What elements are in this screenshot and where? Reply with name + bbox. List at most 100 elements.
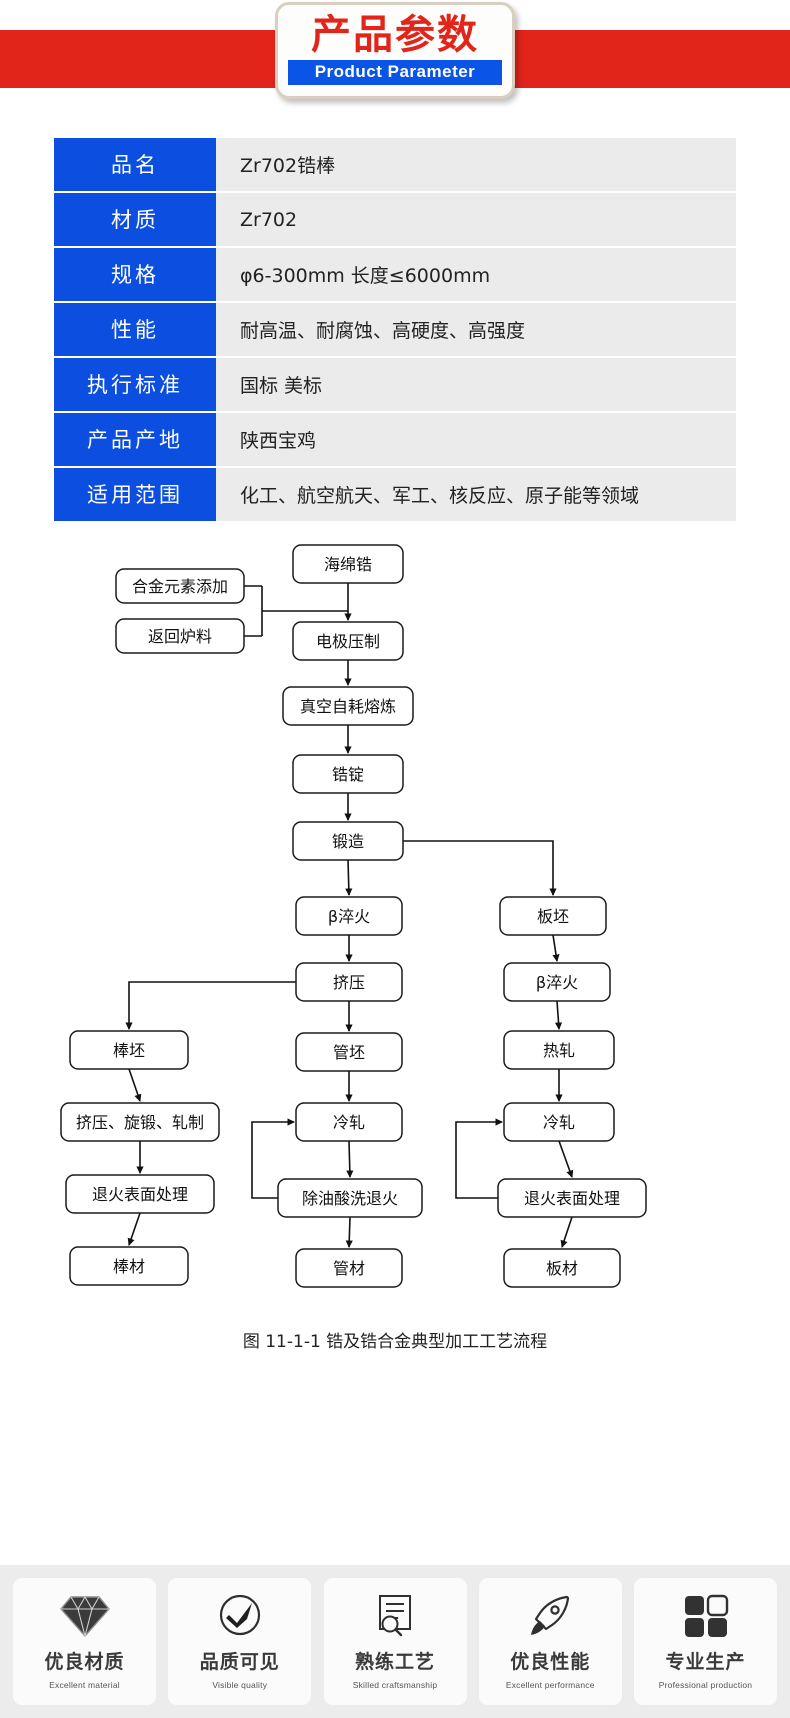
spec-value-6: 化工、航空航天、军工、核反应、原子能等领域	[216, 468, 736, 521]
feature-card-professional-production[interactable]: 专业生产 Professional production	[634, 1578, 777, 1705]
spec-key-2: 规格	[54, 248, 216, 301]
banner-title-cn: 产品参数	[311, 14, 479, 56]
flow-node-label: β淬火	[536, 973, 578, 992]
feature-label-cn: 优良材质	[44, 1647, 124, 1674]
flow-node-label: 海绵锆	[324, 555, 372, 574]
feature-card-excellent-material[interactable]: 优良材质 Excellent material	[13, 1578, 156, 1705]
feature-label-en: Excellent material	[49, 1680, 120, 1690]
spec-key-3: 性能	[54, 303, 216, 356]
flow-node-bar-product: 棒材	[70, 1247, 188, 1285]
flow-node-label: 退火表面处理	[524, 1189, 620, 1208]
feature-card-skilled-craftsmanship[interactable]: 熟练工艺 Skilled craftsmanship	[324, 1578, 467, 1705]
flow-node-slab: 板坯	[500, 897, 606, 935]
flow-node-label: 棒材	[113, 1257, 145, 1276]
table-row: 性能 耐高温、耐腐蚀、高硬度、高强度	[54, 303, 736, 356]
flow-node-label: 退火表面处理	[92, 1185, 188, 1204]
flow-node-hot-roll: 热轧	[504, 1031, 614, 1069]
flow-node-label: 电极压制	[316, 632, 380, 651]
flow-edge	[349, 1217, 350, 1247]
table-row: 规格 φ6-300mm 长度≤6000mm	[54, 248, 736, 301]
grid-squares-icon	[683, 1593, 729, 1639]
spec-value-4: 国标 美标	[216, 358, 736, 411]
flow-node-label: 板坯	[537, 907, 569, 926]
flow-node-tube-blank: 管坯	[296, 1033, 402, 1071]
process-flowchart: 海绵锆合金元素添加返回炉料电极压制真空自耗熔炼锆锭锻造β淬火板坯挤压β淬火棒坯管…	[0, 527, 790, 1327]
flow-node-sponge: 海绵锆	[293, 545, 403, 583]
flow-edge	[562, 1217, 572, 1247]
spec-value-2: φ6-300mm 长度≤6000mm	[216, 248, 736, 301]
spec-value-0: Zr702锆棒	[216, 138, 736, 191]
flow-edge	[348, 860, 349, 895]
feature-label-en: Skilled craftsmanship	[353, 1680, 438, 1690]
spec-value-5: 陕西宝鸡	[216, 413, 736, 466]
flow-node-label: 棒坯	[113, 1041, 145, 1060]
table-row: 执行标准 国标 美标	[54, 358, 736, 411]
flow-node-swage: 挤压、旋锻、轧制	[61, 1103, 219, 1141]
flow-node-tube-product: 管材	[296, 1249, 402, 1287]
flow-node-label: 锻造	[332, 832, 364, 851]
feature-label-cn: 熟练工艺	[355, 1647, 435, 1674]
flow-edge	[456, 1122, 502, 1198]
banner-plate: 产品参数 Product Parameter	[275, 2, 515, 99]
spec-table: 品名 Zr702锆棒 材质 Zr702 规格 φ6-300mm 长度≤6000m…	[54, 138, 736, 521]
table-row: 品名 Zr702锆棒	[54, 138, 736, 191]
feature-label-en: Visible quality	[212, 1680, 267, 1690]
flow-edge	[559, 1141, 572, 1177]
flow-edge	[129, 1069, 140, 1101]
spec-value-3: 耐高温、耐腐蚀、高硬度、高强度	[216, 303, 736, 356]
flow-node-anneal-2: 退火表面处理	[498, 1179, 646, 1217]
rocket-icon	[526, 1593, 574, 1639]
flow-node-label: 除油酸洗退火	[302, 1189, 398, 1208]
flow-node-label: 挤压、旋锻、轧制	[76, 1113, 204, 1132]
flow-node-extrude-1: 挤压	[296, 963, 402, 1001]
flow-edge	[557, 1001, 559, 1029]
table-row: 适用范围 化工、航空航天、军工、核反应、原子能等领域	[54, 468, 736, 521]
flow-edge	[129, 1213, 140, 1245]
feature-card-excellent-performance[interactable]: 优良性能 Excellent performance	[479, 1578, 622, 1705]
flow-node-label: 板材	[546, 1259, 578, 1278]
product-parameter-banner: 产品参数 Product Parameter	[0, 0, 790, 112]
flow-node-return-melt: 返回炉料	[116, 619, 244, 653]
banner-title-en: Product Parameter	[288, 60, 502, 86]
spec-key-1: 材质	[54, 193, 216, 246]
flow-node-ingot: 锆锭	[293, 755, 403, 793]
check-circle-icon	[216, 1593, 264, 1639]
table-row: 材质 Zr702	[54, 193, 736, 246]
flow-node-vacuum-melt: 真空自耗熔炼	[283, 687, 413, 725]
flow-edge	[403, 841, 553, 895]
flow-node-beta-q-2: β淬火	[504, 963, 610, 1001]
flow-node-label: 真空自耗熔炼	[300, 697, 396, 716]
feature-label-cn: 专业生产	[665, 1647, 745, 1674]
flow-node-label: 合金元素添加	[132, 577, 228, 596]
flow-node-degrease: 除油酸洗退火	[278, 1179, 422, 1217]
flow-node-label: 热轧	[543, 1041, 575, 1060]
diamond-icon	[59, 1593, 111, 1639]
flow-node-cold-roll-2: 冷轧	[504, 1103, 614, 1141]
spec-key-6: 适用范围	[54, 468, 216, 521]
flow-node-label: 锆锭	[332, 765, 364, 784]
flow-node-plate-product: 板材	[504, 1249, 620, 1287]
feature-label-cn: 品质可见	[200, 1647, 280, 1674]
flow-node-label: 冷轧	[333, 1113, 365, 1132]
feature-strip: 优良材质 Excellent material 品质可见 Visible qua…	[0, 1565, 790, 1718]
feature-card-visible-quality[interactable]: 品质可见 Visible quality	[168, 1578, 311, 1705]
flow-node-bar-blank: 棒坯	[70, 1031, 188, 1069]
spec-key-4: 执行标准	[54, 358, 216, 411]
flow-node-label: 管坯	[333, 1043, 365, 1062]
table-row: 产品产地 陕西宝鸡	[54, 413, 736, 466]
flow-node-label: 挤压	[333, 973, 365, 992]
flow-node-electrode: 电极压制	[293, 622, 403, 660]
feature-label-cn: 优良性能	[510, 1647, 590, 1674]
spec-table-wrapper: 品名 Zr702锆棒 材质 Zr702 规格 φ6-300mm 长度≤6000m…	[0, 112, 790, 521]
document-search-icon	[372, 1593, 418, 1639]
flow-node-anneal-1: 退火表面处理	[66, 1175, 214, 1213]
flowchart-caption: 图 11-1-1 锆及锆合金典型加工工艺流程	[0, 1327, 790, 1352]
flow-node-cold-roll-1: 冷轧	[296, 1103, 402, 1141]
process-flowchart-section: 海绵锆合金元素添加返回炉料电极压制真空自耗熔炼锆锭锻造β淬火板坯挤压β淬火棒坯管…	[0, 527, 790, 1367]
flow-node-label: 冷轧	[543, 1113, 575, 1132]
flow-node-label: 管材	[333, 1259, 365, 1278]
flow-edge	[349, 1141, 350, 1177]
feature-label-en: Excellent performance	[506, 1680, 595, 1690]
flow-node-beta-q-1: β淬火	[296, 897, 402, 935]
spec-key-0: 品名	[54, 138, 216, 191]
